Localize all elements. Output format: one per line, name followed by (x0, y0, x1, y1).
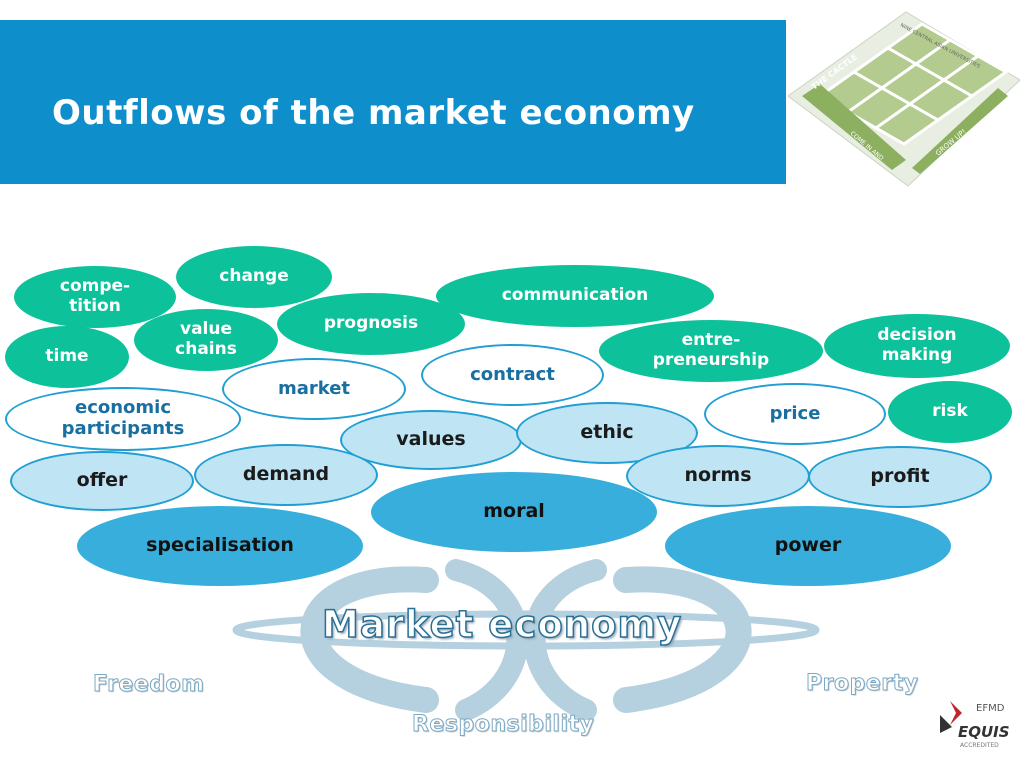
accredited-text: ACCREDITED (960, 742, 999, 749)
blob-market: market (222, 358, 406, 420)
blob-power: power (665, 506, 951, 586)
blob-moral: moral (371, 472, 657, 552)
blob-communication: communication (436, 265, 714, 327)
cactle-logo: THE CACTLE NINE CENTRAL ASIAN UNIVERSITI… (788, 11, 1020, 187)
equis-accreditation-logo: EFMD EQUIS ACCREDITED (940, 701, 1010, 749)
blob-specialisation: specialisation (77, 506, 363, 586)
blob-values: values (340, 410, 522, 470)
blob-decision-making: decision making (824, 314, 1010, 378)
market-economy-emblem (232, 559, 820, 720)
freedom-label: Freedom (93, 672, 205, 698)
blob-time: time (5, 326, 129, 388)
blob-risk: risk (888, 381, 1012, 443)
efmd-text: EFMD (976, 703, 1005, 714)
blob-economic-participants: economic participants (5, 387, 241, 451)
title-banner (0, 20, 786, 184)
blob-offer: offer (10, 451, 194, 511)
blob-prognosis: prognosis (277, 293, 465, 355)
page-title: Outflows of the market economy (52, 93, 695, 133)
blob-profit: profit (808, 446, 992, 508)
blob-demand: demand (194, 444, 378, 506)
blob-competition: compe- tition (14, 266, 176, 328)
blob-entrepreneurship: entre- preneurship (599, 320, 823, 382)
property-label: Property (805, 671, 919, 697)
market-economy-label: Market economy (321, 602, 683, 647)
responsibility-label: Responsibility (411, 712, 595, 738)
blob-change: change (176, 246, 332, 308)
blob-value-chains: value chains (134, 309, 278, 371)
equis-text: EQUIS (958, 723, 1010, 741)
blob-price: price (704, 383, 886, 445)
blob-contract: contract (421, 344, 604, 406)
blob-norms: norms (626, 445, 810, 507)
